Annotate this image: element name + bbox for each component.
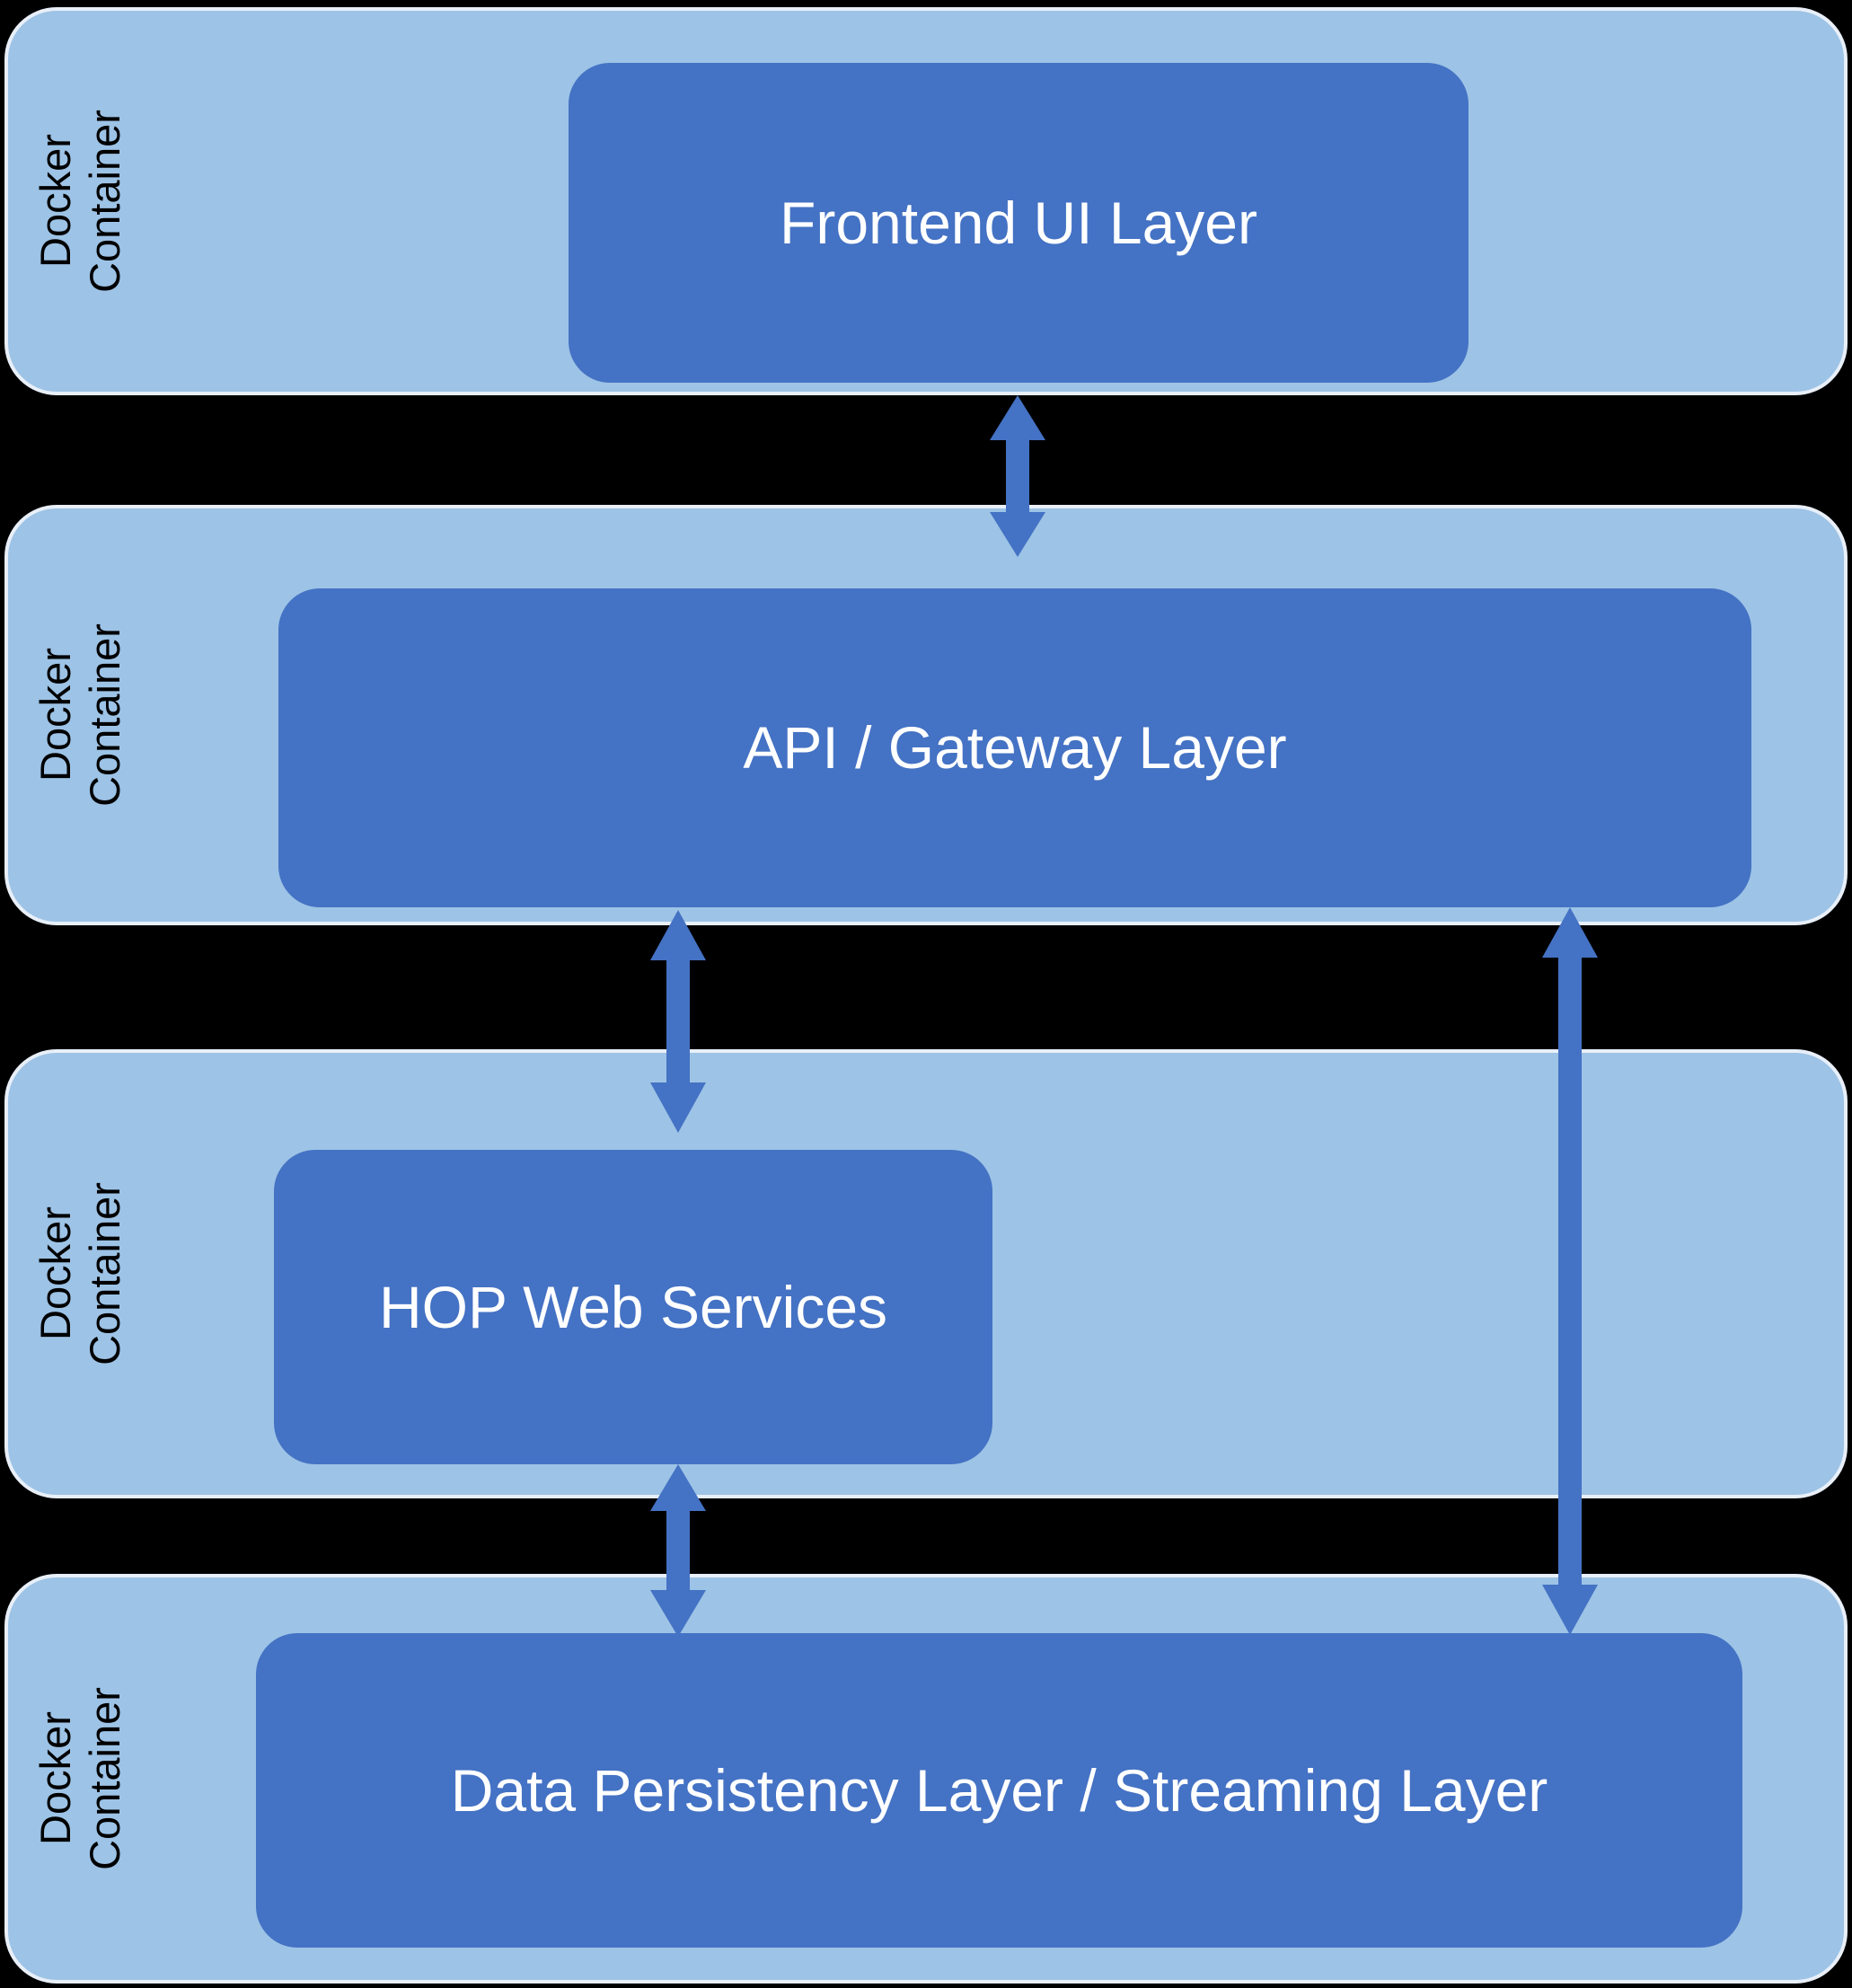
connector-api-to-hop	[638, 910, 719, 1133]
docker-container-label-3: Docker Container	[8, 1182, 152, 1365]
docker-container-label-4: Docker Container	[8, 1687, 152, 1870]
docker-label-line-2: Container	[81, 1687, 128, 1870]
docker-label-line-2: Container	[81, 623, 128, 807]
service-box-label: API / Gateway Layer	[743, 714, 1287, 782]
service-box-label: HOP Web Services	[378, 1273, 888, 1340]
docker-label-line-2: Container	[81, 1182, 128, 1365]
connector-api-to-data	[1530, 907, 1610, 1635]
service-box-frontend-ui-layer[interactable]: Frontend UI Layer	[569, 63, 1468, 383]
service-box-api-gateway-layer[interactable]: API / Gateway Layer	[278, 588, 1751, 907]
docker-label-line-1: Docker	[31, 1206, 79, 1341]
service-box-label: Frontend UI Layer	[780, 189, 1257, 256]
docker-label-line-1: Docker	[31, 648, 79, 782]
docker-label-line-2: Container	[81, 110, 128, 293]
docker-label-line-1: Docker	[31, 1711, 79, 1846]
connector-frontend-to-api	[977, 395, 1058, 557]
service-box-hop-web-services[interactable]: HOP Web Services	[274, 1150, 992, 1464]
service-box-label: Data Persistency Layer / Streaming Layer	[450, 1756, 1548, 1824]
service-box-data-persistency-streaming-layer[interactable]: Data Persistency Layer / Streaming Layer	[256, 1633, 1742, 1948]
connector-hop-to-data	[638, 1464, 719, 1637]
docker-container-label-2: Docker Container	[8, 623, 152, 807]
docker-container-label-1: Docker Container	[8, 110, 152, 293]
docker-label-line-1: Docker	[31, 134, 79, 269]
